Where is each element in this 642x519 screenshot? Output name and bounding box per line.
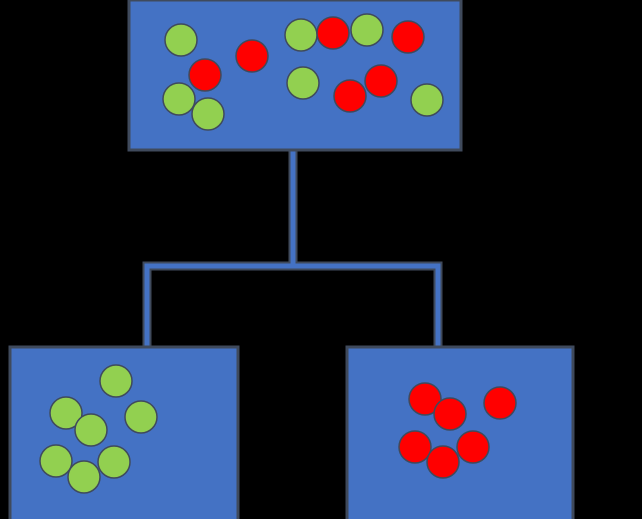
- left-child-node: [8, 345, 240, 519]
- green-ball: [162, 82, 196, 116]
- green-ball: [39, 444, 73, 478]
- red-ball: [483, 386, 517, 420]
- green-ball: [124, 400, 158, 434]
- red-ball: [456, 430, 490, 464]
- green-ball: [191, 97, 225, 131]
- green-ball: [286, 66, 320, 100]
- green-ball: [97, 445, 131, 479]
- green-ball: [74, 413, 108, 447]
- green-ball: [49, 396, 83, 430]
- red-ball: [364, 64, 398, 98]
- right-child-box: [345, 345, 575, 519]
- red-ball: [235, 39, 269, 73]
- red-ball: [398, 430, 432, 464]
- green-ball: [284, 18, 318, 52]
- left-child-balls: [39, 364, 158, 494]
- right-child-balls: [398, 382, 517, 479]
- connector-line: [144, 150, 441, 347]
- red-ball: [391, 20, 425, 54]
- parent-balls: [162, 13, 444, 131]
- right-child-node: [345, 345, 575, 519]
- red-ball: [433, 397, 467, 431]
- green-ball: [350, 13, 384, 47]
- green-ball: [164, 23, 198, 57]
- red-ball: [316, 16, 350, 50]
- red-ball: [188, 58, 222, 92]
- connector: [142, 150, 443, 347]
- green-ball: [99, 364, 133, 398]
- green-ball: [410, 83, 444, 117]
- parent-node: [127, 0, 463, 152]
- green-ball: [67, 460, 101, 494]
- red-ball: [426, 445, 460, 479]
- red-ball: [408, 382, 442, 416]
- red-ball: [333, 79, 367, 113]
